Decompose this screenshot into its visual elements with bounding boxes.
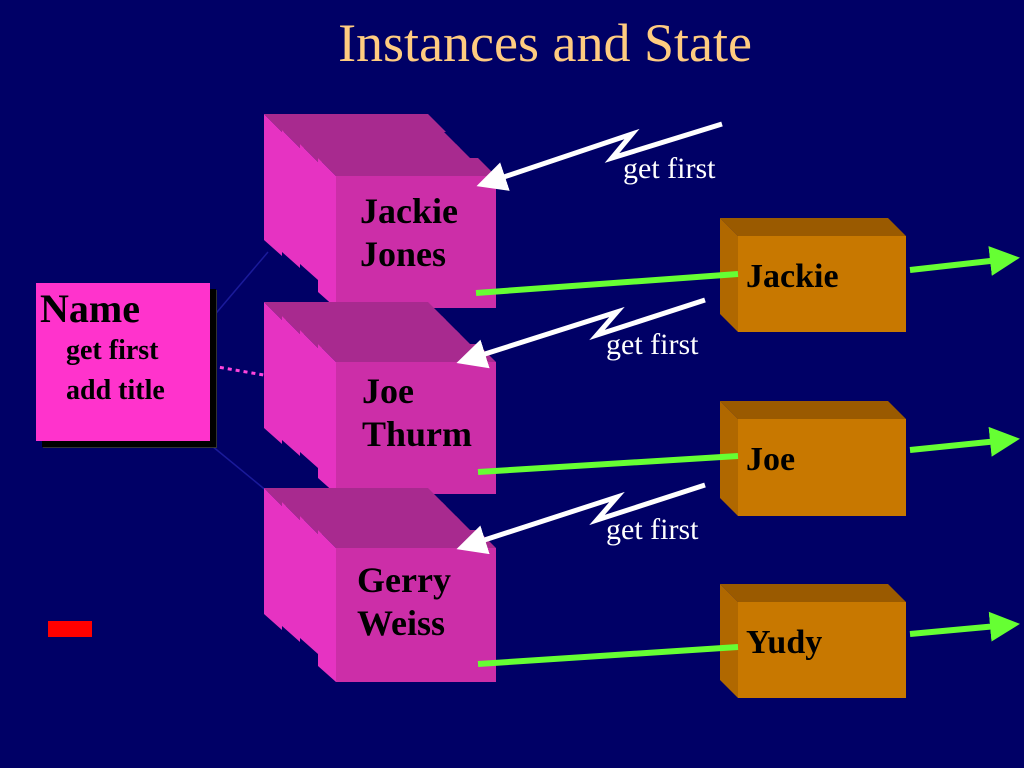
instance-label-2: Joe Thurm xyxy=(362,370,472,456)
slide-title: Instances and State xyxy=(338,13,752,73)
instance-stack-joe-thurm xyxy=(264,302,496,494)
result-label-1: Jackie xyxy=(746,258,839,295)
instance-last-name: Jones xyxy=(360,234,447,274)
instance-label-3: Gerry Weiss xyxy=(357,559,451,645)
instance-last-name: Thurm xyxy=(362,414,473,454)
instance-stack-gerry-weiss xyxy=(264,488,496,682)
method-add-title: add title xyxy=(66,375,165,406)
reply-line-3 xyxy=(477,644,739,667)
instance-first-name: Gerry xyxy=(357,560,451,600)
message-label-2: get first xyxy=(606,328,699,361)
reply-line-2 xyxy=(477,453,739,475)
red-marker xyxy=(48,621,92,637)
class-name: Name xyxy=(40,286,140,331)
message-arrow-1 xyxy=(476,121,723,191)
result-label-3: Yudy xyxy=(746,624,823,661)
string-box-2 xyxy=(720,401,906,516)
out-arrow-3 xyxy=(909,611,1020,642)
out-arrow-2 xyxy=(909,426,1020,457)
result-label-2: Joe xyxy=(746,441,796,478)
instance-stack-jackie-jones xyxy=(264,114,496,308)
instance-last-name: Weiss xyxy=(357,603,446,643)
class-box: Name get first add title xyxy=(36,283,210,441)
reply-line-1 xyxy=(475,271,739,296)
out-arrow-1 xyxy=(909,246,1020,276)
message-label-1: get first xyxy=(623,152,716,185)
method-get-first: get first xyxy=(66,335,159,366)
instance-first-name: Jackie xyxy=(360,191,458,231)
class-connectors xyxy=(211,251,305,493)
string-box-3 xyxy=(720,584,906,698)
instance-label-1: Jackie Jones xyxy=(360,190,458,276)
instance-first-name: Joe xyxy=(362,371,414,411)
message-arrow-2 xyxy=(456,297,706,369)
message-arrow-3 xyxy=(456,482,706,555)
message-label-3: get first xyxy=(606,513,699,546)
string-box-1 xyxy=(720,218,906,332)
